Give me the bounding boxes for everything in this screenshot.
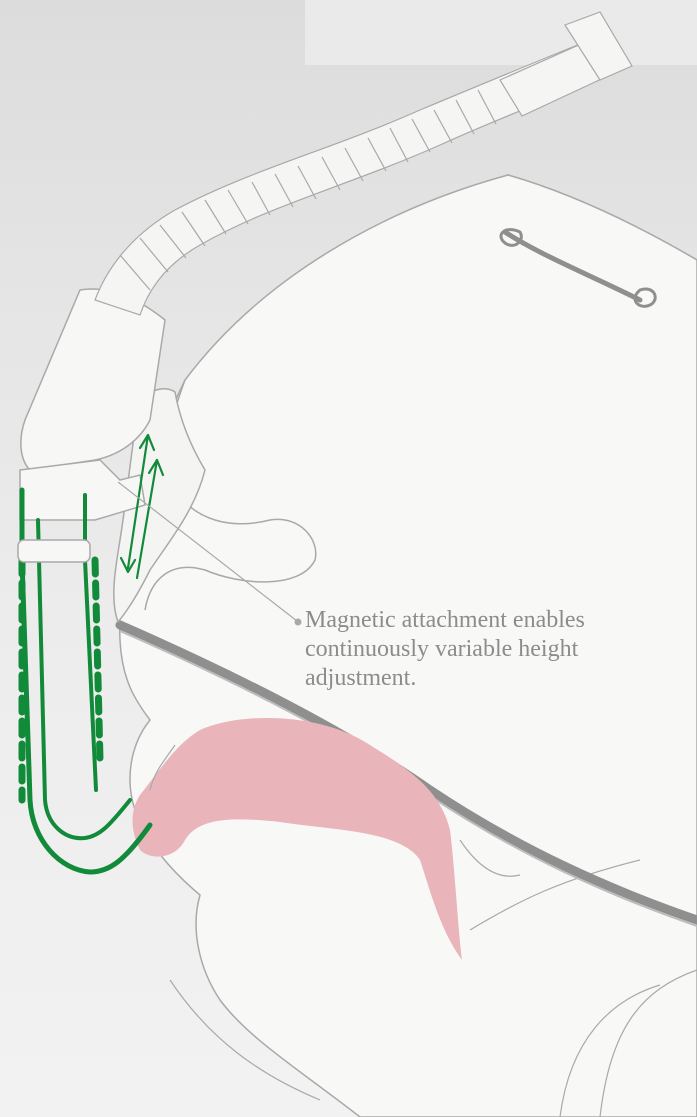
elbow-connector bbox=[20, 460, 145, 520]
tube-clip bbox=[18, 540, 90, 562]
background-panel bbox=[305, 0, 697, 65]
callout-dot-icon bbox=[295, 619, 302, 626]
callout-text: Magnetic attachment enables continuously… bbox=[305, 606, 685, 693]
